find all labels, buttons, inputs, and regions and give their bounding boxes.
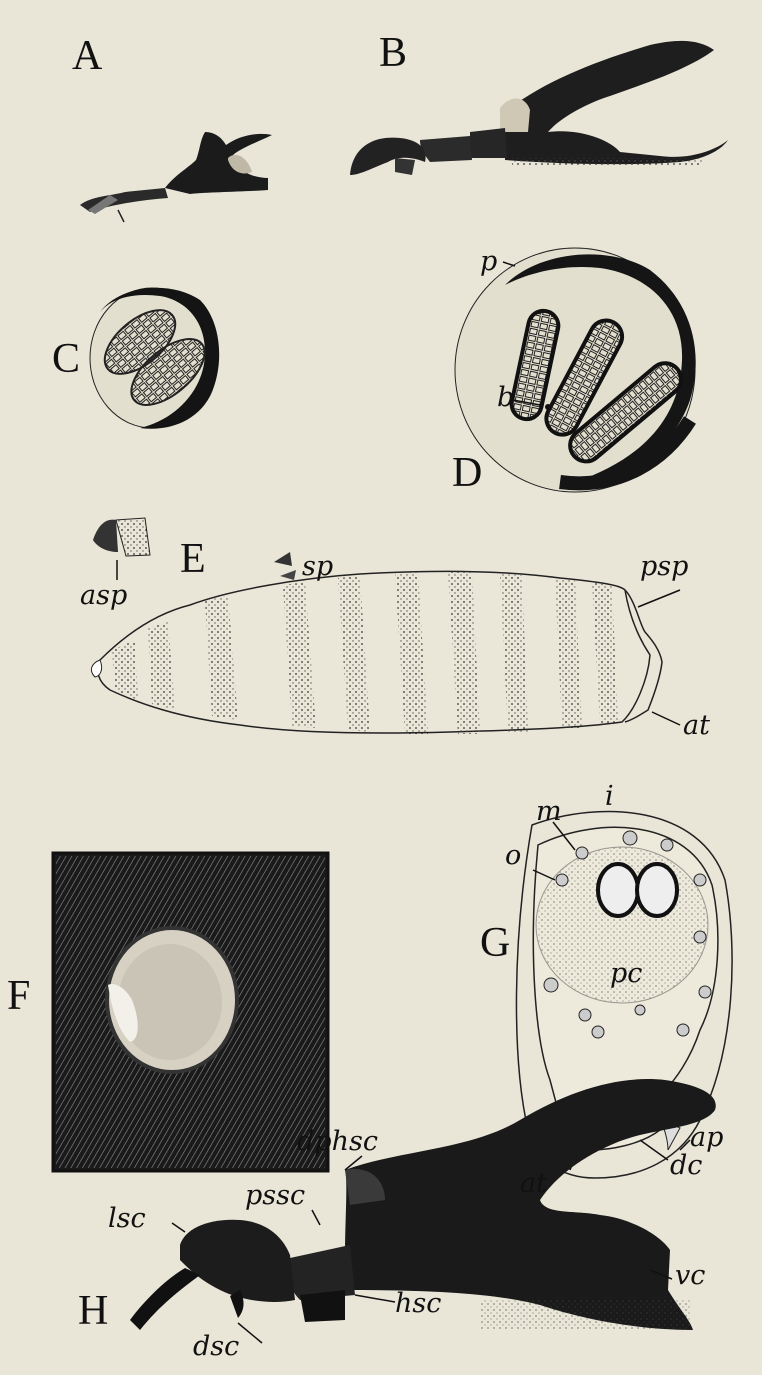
label-g-o: o <box>505 842 521 869</box>
label-h-lsc: lsc <box>108 1205 146 1232</box>
figure-letter-f: F <box>7 975 30 1017</box>
label-h-hsc: hsc <box>395 1290 441 1317</box>
label-h-vc: vc <box>675 1262 705 1289</box>
label-h-dphsc: dphsc <box>297 1128 378 1155</box>
figure-letter-g: G <box>480 922 510 964</box>
label-g-i: i <box>605 783 614 810</box>
figure-f-photograph <box>53 853 328 1171</box>
label-g-m: m <box>536 798 562 825</box>
figure-letter-h: H <box>78 1290 108 1332</box>
label-e-psp: psp <box>640 553 688 580</box>
label-e-at: at <box>683 712 710 739</box>
label-d-b: b <box>497 384 514 411</box>
label-g-pc: pc <box>610 960 642 987</box>
label-h-dsc: dsc <box>193 1333 239 1360</box>
label-g-at: at <box>520 1170 547 1197</box>
label-e-sp: sp <box>302 553 333 580</box>
figure-letter-a: A <box>72 35 102 77</box>
label-d-p: p <box>480 248 497 275</box>
figure-a-mouthhook <box>80 132 272 222</box>
label-h-dc: dc <box>670 1152 702 1179</box>
label-h-pssc: pssc <box>245 1182 305 1209</box>
figure-letter-c: C <box>52 338 80 380</box>
label-g-ap: ap <box>690 1124 723 1151</box>
figure-letter-d: D <box>452 452 482 494</box>
figure-letter-e: E <box>180 538 206 580</box>
label-e-asp: asp <box>80 582 127 609</box>
figure-c-spiracle <box>90 288 219 429</box>
figure-letter-b: B <box>379 32 407 74</box>
figure-d-spiracle <box>455 248 696 492</box>
